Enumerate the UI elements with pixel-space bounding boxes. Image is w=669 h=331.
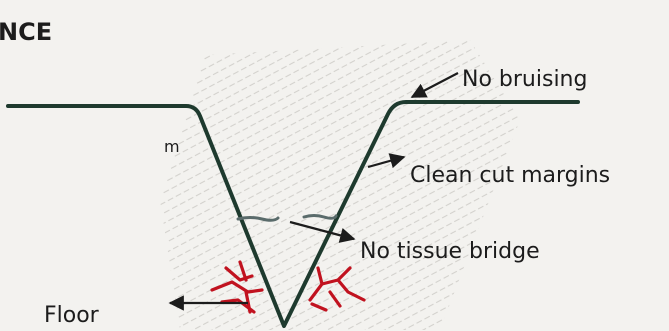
label-no-bruising: No bruising (462, 67, 587, 92)
label-floor: Floor (44, 303, 100, 328)
label-clean-cut-margins: Clean cut margins (410, 163, 610, 188)
label-no-tissue-bridge: No tissue bridge (360, 239, 540, 264)
label-m: m (164, 137, 180, 156)
page-heading: NCE (0, 18, 52, 46)
